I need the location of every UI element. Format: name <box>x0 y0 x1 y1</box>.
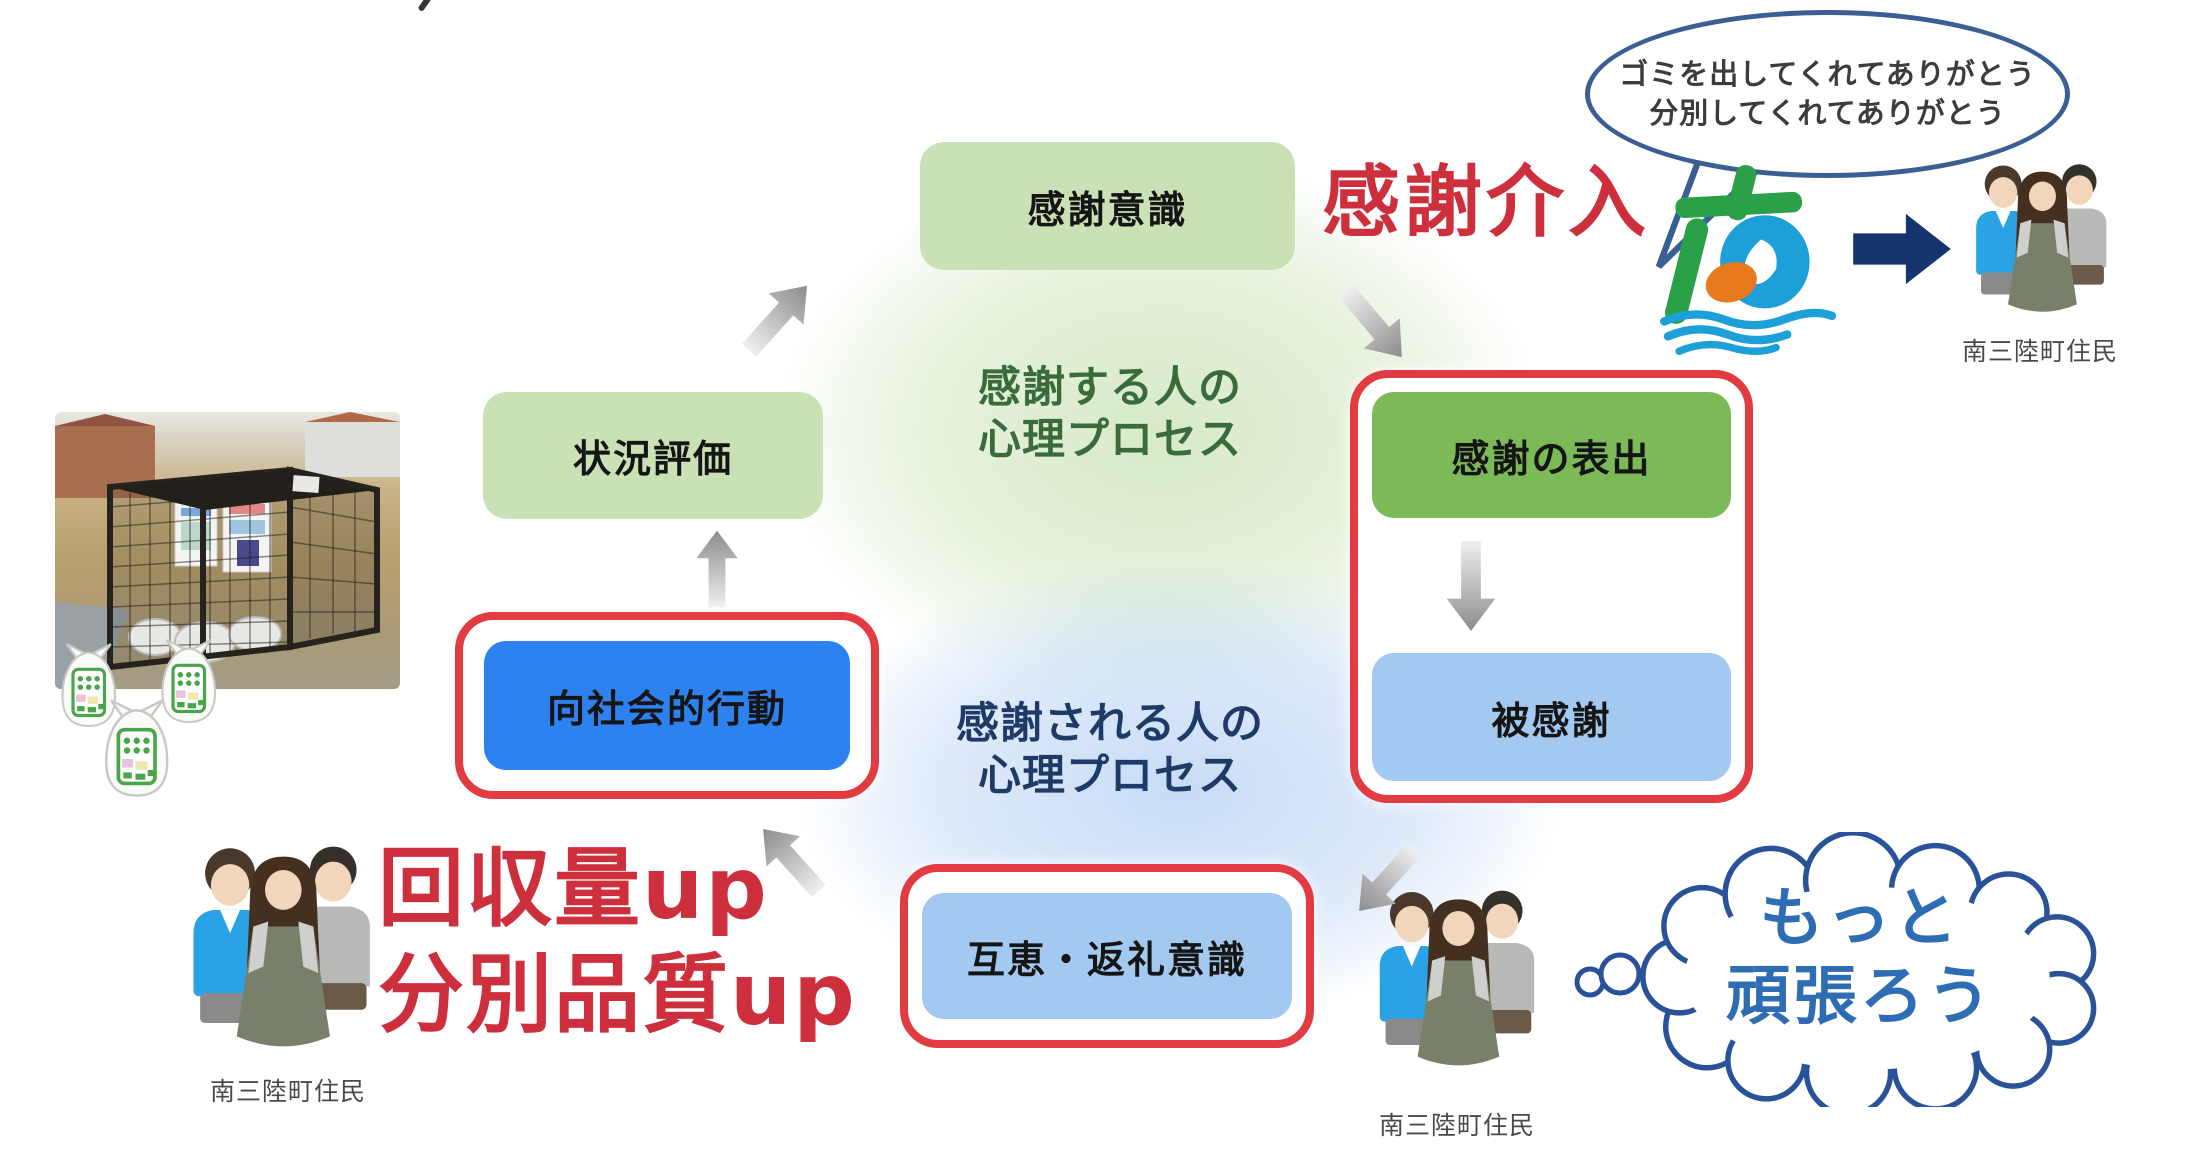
collection-cage-photo <box>55 412 400 689</box>
reciprocity-frame: 互恵・返礼意識 <box>900 864 1314 1048</box>
being-thanked-box: 被感謝 <box>1372 653 1731 781</box>
prosocial-behavior-box: 向社会的行動 <box>484 641 850 770</box>
thought-cloud-line1: もっと <box>1759 882 1961 956</box>
residents-top-right-caption: 南三陸町住民 <box>1961 337 2118 366</box>
outcome-line1: 回収量up <box>378 839 769 939</box>
receiver-process-label: 感謝される人の 心理プロセス <box>880 698 1340 802</box>
giver-process-line1: 感謝する人の <box>978 363 1242 413</box>
town-logo-icon <box>1660 165 1837 355</box>
speech-bubble-line1: ゴミを出してくれてありがとう <box>1619 57 2036 91</box>
residents-bottom-right-caption: 南三陸町住民 <box>1378 1111 1535 1140</box>
residents-bottom-left-icon <box>193 846 370 1047</box>
speech-bubble: ゴミを出してくれてありがとう 分別してくれてありがとう <box>1585 10 2070 178</box>
speech-bubble-line2: 分別してくれてありがとう <box>1649 96 2006 130</box>
gratitude-intervention-label: 感謝介入 <box>1322 158 1651 248</box>
outcome-line2: 分別品質up <box>378 945 857 1045</box>
receiver-process-line2: 心理プロセス <box>978 751 1242 801</box>
trash-bags-icon <box>60 638 217 798</box>
gratitude-expression-box: 感謝の表出 <box>1372 392 1731 518</box>
expression-to-thanked-arrow <box>1446 541 1496 631</box>
reciprocity-box: 互恵・返礼意識 <box>922 893 1292 1019</box>
residents-top-right-icon <box>1976 164 2107 312</box>
prosocial-behavior-frame: 向社会的行動 <box>455 612 879 799</box>
prosocial-to-situation-arrow <box>696 530 738 608</box>
gratitude-awareness-box: 感謝意識 <box>920 142 1295 270</box>
residents-bottom-left-caption: 南三陸町住民 <box>209 1077 366 1106</box>
thought-cloud-line2: 頑張ろう <box>1726 960 1994 1034</box>
thought-trail-icon <box>1574 952 1642 998</box>
receiver-process-line1: 感謝される人の <box>956 699 1264 749</box>
outcome-label: 回収量up 分別品質up <box>378 836 857 1048</box>
thought-cloud: もっと 頑張ろう <box>1620 832 2100 1107</box>
giver-process-line2: 心理プロセス <box>978 415 1242 465</box>
cropped-artifact <box>417 0 433 13</box>
situation-evaluation-box: 状況評価 <box>483 392 823 519</box>
gratitude-received-frame: 感謝の表出 被感謝 <box>1350 370 1753 803</box>
giver-process-label: 感謝する人の 心理プロセス <box>890 362 1330 466</box>
block-arrow-icon <box>1853 213 1951 285</box>
